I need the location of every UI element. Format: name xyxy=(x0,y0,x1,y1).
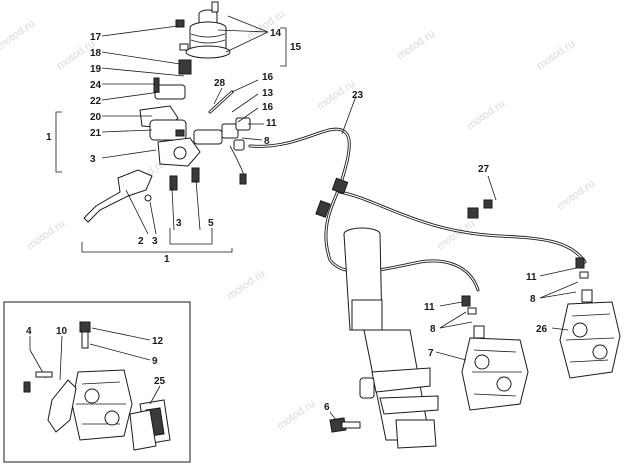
callout-13: 13 xyxy=(262,88,274,99)
watermark-text: motod.ru xyxy=(315,78,357,113)
leader-lines xyxy=(29,15,579,421)
callout-3-bottom-a: 3 xyxy=(152,236,158,247)
callout-22: 22 xyxy=(90,96,102,107)
callout-14: 14 xyxy=(270,28,282,39)
callout-7: 7 xyxy=(428,348,434,359)
callout-19: 19 xyxy=(90,64,102,75)
watermark-text: motod.ru xyxy=(435,218,477,253)
callout-21: 21 xyxy=(90,128,102,139)
callout-15: 15 xyxy=(290,42,302,53)
watermark-text: motod.ru xyxy=(395,28,437,63)
front-caliper-left xyxy=(461,295,529,411)
watermark-text: motod.ru xyxy=(555,178,597,213)
callout-26: 26 xyxy=(536,324,548,335)
watermark-text: motod.ru xyxy=(0,18,37,53)
callout-17: 17 xyxy=(90,32,102,43)
fork-leg xyxy=(329,227,439,449)
callout-25: 25 xyxy=(154,376,166,387)
callout-labels: 17 18 19 24 22 20 21 1 3 14 15 28 16 13 … xyxy=(26,28,548,413)
callout-27: 27 xyxy=(478,164,490,175)
callout-28: 28 xyxy=(214,78,226,89)
front-caliper-right xyxy=(559,257,621,379)
callout-10: 10 xyxy=(56,326,68,337)
callout-3-left: 3 xyxy=(90,154,96,165)
callout-24: 24 xyxy=(90,80,102,91)
master-cylinder-assembly xyxy=(83,59,251,223)
callout-3-bottom-b: 3 xyxy=(176,218,182,229)
callout-18: 18 xyxy=(90,48,102,59)
callout-8-top: 8 xyxy=(264,136,270,147)
callout-20: 20 xyxy=(90,112,102,123)
brake-hose-main xyxy=(248,127,587,292)
watermark-text: motod.ru xyxy=(275,398,317,433)
callout-8-middle: 8 xyxy=(430,324,436,335)
watermark-text: motod.ru xyxy=(535,38,577,73)
reservoir-assembly xyxy=(175,1,231,59)
callout-16-upper: 16 xyxy=(262,72,274,83)
watermark-text: motod.ru xyxy=(465,98,507,133)
callout-5: 5 xyxy=(208,218,214,229)
callout-6: 6 xyxy=(324,402,330,413)
callout-11-right: 11 xyxy=(526,272,537,283)
callout-8-right: 8 xyxy=(530,294,536,305)
callout-11-top: 11 xyxy=(266,118,277,129)
callout-2: 2 xyxy=(138,236,144,247)
callout-12: 12 xyxy=(152,336,164,347)
callout-1-left: 1 xyxy=(46,132,52,143)
callout-9: 9 xyxy=(152,356,158,367)
callout-16-lower: 16 xyxy=(262,102,274,113)
callout-4: 4 xyxy=(26,326,32,337)
watermark-text: motod.ru xyxy=(225,268,267,303)
callout-1-bottom: 1 xyxy=(164,254,170,265)
callout-23: 23 xyxy=(352,90,364,101)
watermark-text: motod.ru xyxy=(25,218,67,253)
callout-11-middle: 11 xyxy=(424,302,435,313)
